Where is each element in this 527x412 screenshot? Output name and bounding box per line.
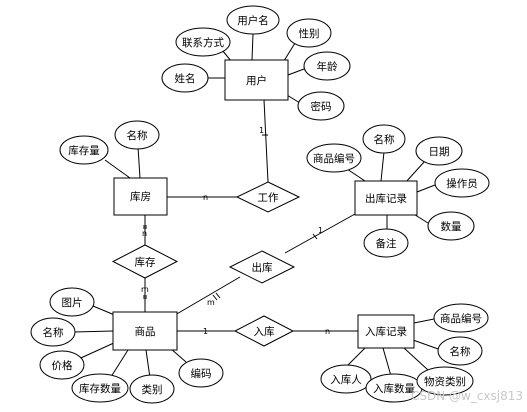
- attr-user-password-label: 密码: [311, 100, 332, 113]
- attr-inbound-person: 入库人: [320, 364, 372, 394]
- attr-outbound-date-label: 日期: [429, 146, 450, 158]
- attr-user-contact: 联系方式: [175, 27, 231, 57]
- cardinality-inbound-record-inbound: n: [325, 327, 330, 336]
- attr-outbound-operator: 操作员: [434, 168, 490, 198]
- attr-inbound-person-label: 入库人: [330, 373, 362, 386]
- attr-warehouse-name: 名称: [114, 120, 160, 150]
- relationship-storage-label: 库存: [135, 256, 156, 269]
- cardinality-warehouse-storage: n: [142, 229, 147, 238]
- entity-inbound-record-label: 入库记录: [365, 325, 407, 338]
- attr-product-price: 价格: [39, 350, 85, 380]
- attr-inbound-product-code-label: 商品编号: [440, 312, 482, 325]
- attr-product-name: 名称: [30, 317, 76, 347]
- attr-product-code: 编码: [178, 358, 224, 388]
- attr-outbound-qty-label: 数量: [441, 220, 462, 233]
- relationship-work: 工作: [235, 181, 301, 213]
- attr-outbound-remark-label: 备注: [376, 237, 397, 250]
- relationship-work-label: 工作: [258, 192, 279, 204]
- attr-inbound-material-type: 物资类别: [416, 366, 474, 396]
- attr-user-username-label: 用户名: [237, 14, 269, 27]
- relationship-inbound-label: 入库: [254, 325, 275, 338]
- attr-user-gender-label: 性别: [299, 27, 320, 40]
- attr-user-username: 用户名: [226, 5, 280, 35]
- attr-user-age-label: 年龄: [317, 60, 338, 73]
- attr-inbound-name: 名称: [437, 336, 483, 366]
- attr-warehouse-name-label: 名称: [127, 129, 148, 142]
- entity-user: 用户: [224, 59, 289, 101]
- attr-inbound-qty-label: 入库数量: [373, 382, 415, 395]
- entity-warehouse-label: 库房: [130, 190, 151, 203]
- entity-warehouse: 库房: [113, 177, 168, 216]
- cardinality-product-outbound: m: [207, 298, 215, 307]
- cardinality-warehouse-work: n: [203, 193, 208, 202]
- attr-inbound-qty: 入库数量: [365, 373, 423, 403]
- cardinality-product-storage: m: [141, 285, 149, 294]
- attr-user-name: 姓名: [161, 63, 209, 93]
- attr-outbound-name: 名称: [362, 124, 406, 154]
- attr-product-name-label: 名称: [43, 326, 64, 339]
- attr-product-image-label: 图片: [62, 296, 83, 309]
- entity-outbound-record: 出库记录: [354, 180, 418, 216]
- attr-product-code-label: 编码: [191, 367, 212, 380]
- attr-product-category-label: 类别: [142, 383, 163, 396]
- attr-product-stock-qty: 库存数量: [71, 373, 129, 403]
- attr-outbound-product-code-label: 商品编号: [313, 152, 355, 165]
- relationship-outbound-label: 出库: [252, 261, 273, 274]
- attr-product-category: 类别: [129, 374, 175, 404]
- attr-product-image: 图片: [49, 287, 95, 317]
- attr-user-gender: 性别: [286, 18, 332, 48]
- attr-warehouse-stock-qty: 库存量: [59, 135, 109, 165]
- attr-outbound-name-label: 名称: [374, 133, 395, 146]
- cardinality-user-work: 1: [259, 126, 264, 135]
- attr-outbound-date: 日期: [415, 136, 463, 166]
- cardinality-product-inbound: 1: [203, 327, 208, 336]
- attr-user-age: 年龄: [303, 51, 351, 81]
- relationship-outbound: 出库: [228, 250, 296, 284]
- entity-user-label: 用户: [246, 74, 267, 87]
- entity-outbound-record-label: 出库记录: [365, 192, 407, 205]
- cardinality-outbound-record-outbound: 1: [318, 226, 323, 235]
- attr-warehouse-stock-qty-label: 库存量: [68, 144, 100, 157]
- entity-inbound-record: 入库记录: [357, 314, 415, 349]
- entity-product-label: 商品: [135, 325, 156, 338]
- relationship-inbound: 入库: [233, 315, 295, 347]
- attr-inbound-name-label: 名称: [450, 345, 471, 358]
- attr-product-stock-qty-label: 库存数量: [79, 382, 121, 395]
- attr-outbound-qty: 数量: [427, 211, 475, 241]
- attr-user-password: 密码: [297, 91, 345, 121]
- attr-user-contact-label: 联系方式: [182, 36, 224, 49]
- attr-product-price-label: 价格: [52, 359, 73, 372]
- watermark: CSDN @w_cxsj813: [411, 389, 523, 403]
- attr-inbound-product-code: 商品编号: [433, 303, 489, 333]
- attr-inbound-material-type-label: 物资类别: [424, 375, 466, 388]
- entity-product: 商品: [112, 311, 178, 351]
- attr-user-name-label: 姓名: [175, 72, 196, 85]
- attr-outbound-operator-label: 操作员: [446, 177, 478, 190]
- attr-outbound-product-code: 商品编号: [306, 143, 362, 173]
- relationship-storage: 库存: [111, 244, 179, 279]
- attr-outbound-remark: 备注: [363, 228, 409, 258]
